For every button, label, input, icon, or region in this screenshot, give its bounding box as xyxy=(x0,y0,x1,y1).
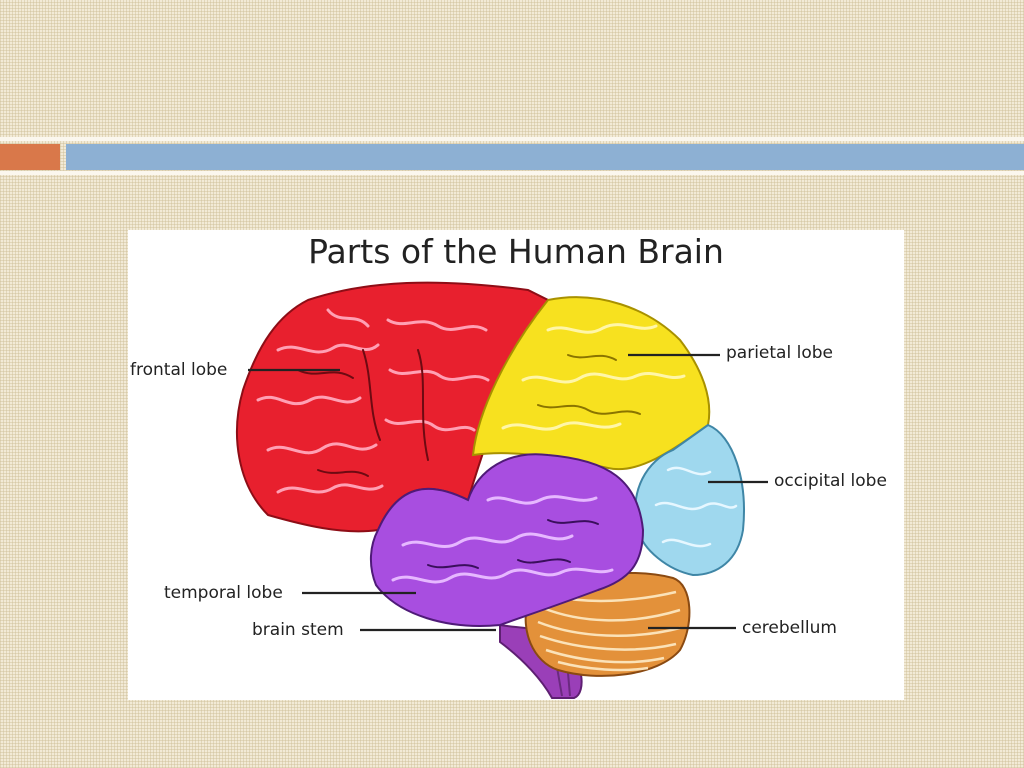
label-cerebellum: cerebellum xyxy=(742,618,837,638)
title-bar xyxy=(66,144,1024,170)
header-divider-bottom xyxy=(0,171,1024,175)
brain-diagram: Parts of the Human Brain frontal lobe pa… xyxy=(128,230,904,700)
label-brain-stem: brain stem xyxy=(252,620,344,640)
slide-header-band xyxy=(0,0,1024,136)
header-divider-top xyxy=(0,137,1024,141)
label-parietal-lobe: parietal lobe xyxy=(726,343,833,363)
accent-bar xyxy=(0,144,60,170)
label-temporal-lobe: temporal lobe xyxy=(164,583,283,603)
label-frontal-lobe: frontal lobe xyxy=(130,360,228,380)
diagram-title: Parts of the Human Brain xyxy=(308,232,724,271)
brain-illustration xyxy=(236,281,768,699)
label-occipital-lobe: occipital lobe xyxy=(774,471,887,491)
occipital-lobe-shape xyxy=(634,423,745,577)
